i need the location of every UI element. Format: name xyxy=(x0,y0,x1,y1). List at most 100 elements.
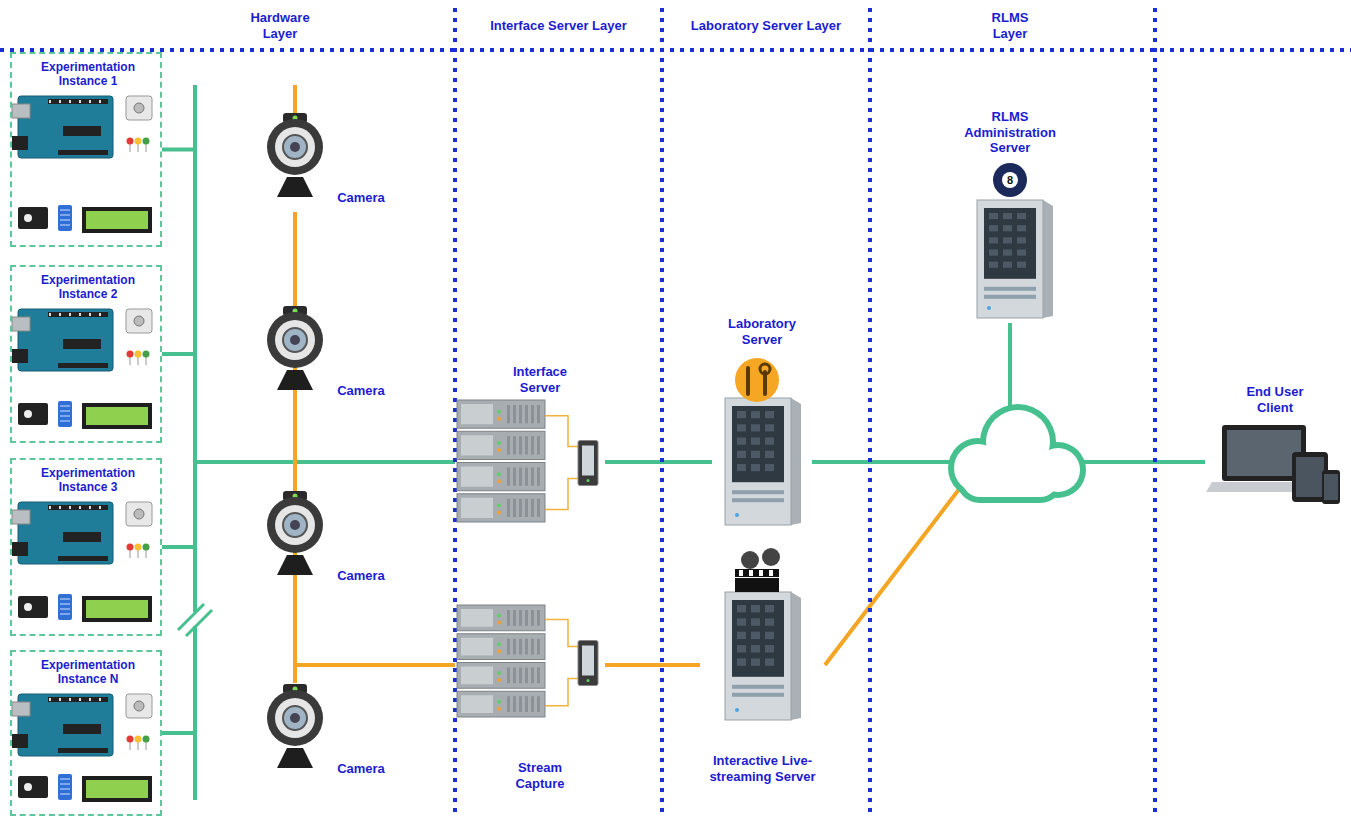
cloud-outline xyxy=(980,404,1056,480)
layer-title: Hardware Layer xyxy=(235,10,325,41)
sensor-grid xyxy=(60,406,70,407)
led xyxy=(143,544,150,551)
clapper-stripe xyxy=(739,570,743,576)
connector-line xyxy=(295,212,455,665)
camera-ring xyxy=(275,505,315,545)
server-led xyxy=(497,510,501,514)
lcd-screen xyxy=(86,211,148,229)
tower-front xyxy=(725,398,791,525)
cloud-outline xyxy=(956,452,1064,503)
drive-bay xyxy=(765,424,774,431)
tools-badge xyxy=(735,358,779,402)
drive-bay xyxy=(1003,262,1012,268)
vent xyxy=(531,468,534,486)
server-front xyxy=(461,435,493,455)
server-led xyxy=(497,448,501,452)
sensor-grid xyxy=(60,215,70,216)
tower-panel xyxy=(984,208,1036,279)
pin xyxy=(59,698,61,701)
sensor-grid xyxy=(60,794,70,795)
connector-line xyxy=(162,462,455,547)
layer-divider xyxy=(0,48,1351,52)
header-pins xyxy=(48,99,108,104)
led-leg xyxy=(130,548,131,558)
sensor xyxy=(58,205,72,231)
vent xyxy=(519,668,522,684)
vent xyxy=(513,405,516,423)
switch xyxy=(578,641,598,686)
led xyxy=(135,736,142,743)
sensor-grid xyxy=(60,784,70,785)
connector-line xyxy=(812,460,1205,464)
arduino-board xyxy=(18,96,113,158)
vent xyxy=(531,639,534,655)
switch-panel xyxy=(582,446,594,476)
clapper-stripe xyxy=(769,570,773,576)
clapper-stripe xyxy=(759,570,763,576)
drive-bay xyxy=(1003,213,1012,219)
connector-line xyxy=(162,462,455,733)
vent xyxy=(531,499,534,517)
chip xyxy=(63,126,101,136)
tower-led xyxy=(987,306,991,310)
sensor-grid xyxy=(60,210,70,211)
node-label: Experimentation Instance 1 xyxy=(22,60,154,89)
node-label: Camera xyxy=(328,383,394,399)
vent xyxy=(525,610,528,626)
tower-slot xyxy=(732,693,784,697)
drive-bay xyxy=(989,262,998,268)
server-led xyxy=(497,678,501,682)
server-unit xyxy=(457,605,545,631)
server-led xyxy=(497,417,501,421)
phone-screen xyxy=(1324,474,1338,500)
camera-top xyxy=(283,113,307,123)
drive-bay xyxy=(765,658,774,665)
sensor-grid xyxy=(60,225,70,226)
camera-top xyxy=(283,491,307,501)
server-front xyxy=(461,609,493,627)
lcd xyxy=(82,776,152,802)
camera-ring xyxy=(275,698,315,738)
camera-led xyxy=(293,494,298,499)
header-pins xyxy=(48,312,108,317)
arduino-board xyxy=(18,309,113,371)
pin xyxy=(69,313,71,316)
usb-port xyxy=(12,510,30,524)
tower-slot xyxy=(984,295,1036,299)
sensor-grid xyxy=(60,421,70,422)
pin xyxy=(69,698,71,701)
sensor xyxy=(58,401,72,427)
node-label: Camera xyxy=(328,761,394,777)
vent xyxy=(519,405,522,423)
drive-bay xyxy=(737,632,746,639)
laptop-base xyxy=(1206,482,1322,492)
clapper-stripe xyxy=(749,570,753,576)
drive-bay xyxy=(765,437,774,444)
vent xyxy=(537,696,540,712)
led xyxy=(143,138,150,145)
vent xyxy=(531,610,534,626)
drive-bay xyxy=(751,618,760,625)
camera-base xyxy=(277,370,313,390)
camera-led xyxy=(293,687,298,692)
tower-led xyxy=(735,513,739,517)
connector-line xyxy=(1010,323,1205,462)
devices-icon xyxy=(1206,425,1340,504)
tower-panel xyxy=(732,600,784,677)
client-node: End User Client xyxy=(1205,380,1345,510)
drive-bay xyxy=(765,645,774,652)
layer-divider xyxy=(453,8,457,815)
vent xyxy=(519,639,522,655)
led xyxy=(127,138,134,145)
cable xyxy=(545,479,578,510)
node-label: Interface Server xyxy=(495,364,585,395)
experiment-box: Experimentation Instance 2 xyxy=(10,265,162,443)
camera-ring xyxy=(275,127,315,167)
header-pins xyxy=(48,505,108,510)
connector-line xyxy=(605,663,700,667)
camera-lens xyxy=(283,706,307,730)
arduino-kit xyxy=(12,502,152,622)
vent xyxy=(537,405,540,423)
chip xyxy=(63,724,101,734)
bus-line xyxy=(193,730,197,800)
